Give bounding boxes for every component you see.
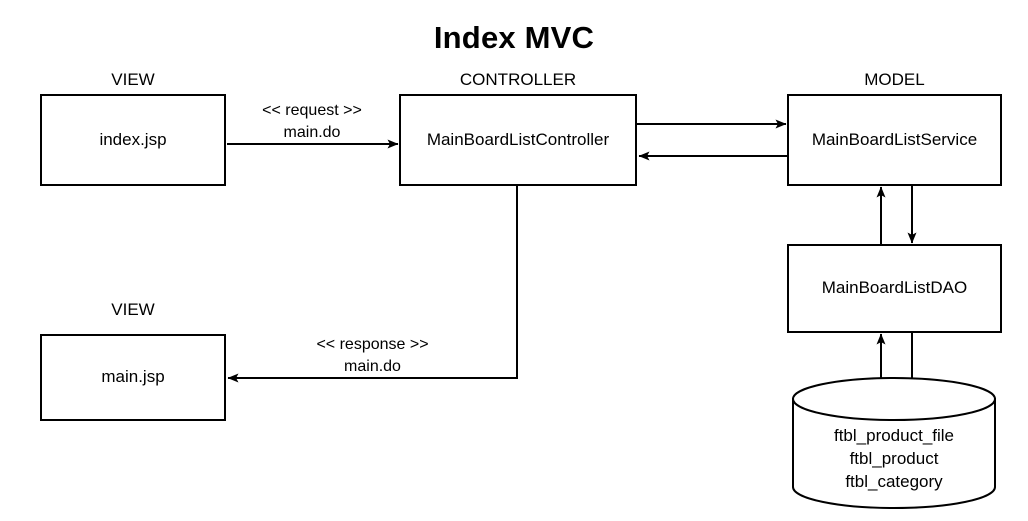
database-table-0: ftbl_product_file (833, 426, 955, 445)
edge-label-response-action: main.do (344, 357, 401, 375)
edge-response-line (227, 186, 518, 383)
node-controller-label: MainBoardListController (426, 129, 610, 149)
node-index-jsp[interactable]: index.jsp (40, 94, 226, 186)
node-main-board-list-service[interactable]: MainBoardListService (787, 94, 1002, 186)
edge-label-response-stereotype: << response >> (316, 336, 429, 353)
edge-label-request-action: main.do (283, 123, 341, 141)
edge-label-request-stereotype: << request >> (262, 102, 362, 119)
edge-label-request: << request >> main.do (232, 100, 392, 143)
node-index-jsp-label: index.jsp (99, 129, 167, 149)
database-table-list: ftbl_product_file ftbl_product ftbl_cate… (793, 425, 995, 494)
node-main-board-list-controller[interactable]: MainBoardListController (399, 94, 637, 186)
layer-label-view-bottom: VIEW (111, 300, 155, 319)
database-table-2: ftbl_category (845, 471, 943, 491)
node-main-jsp-label: main.jsp (101, 367, 165, 387)
node-service-label: MainBoardListService (811, 129, 978, 149)
database-cylinder (792, 377, 996, 509)
layer-label-controller: CONTROLLER (459, 70, 577, 89)
node-main-board-list-dao[interactable]: MainBoardListDAO (787, 244, 1002, 333)
page-title: Index MVC (433, 20, 595, 55)
layer-label-view-top: VIEW (111, 70, 155, 89)
edge-label-response: << response >> main.do (290, 334, 455, 377)
database-table-1: ftbl_product (849, 448, 939, 468)
node-dao-label: MainBoardListDAO (821, 278, 968, 298)
node-main-jsp[interactable]: main.jsp (40, 334, 226, 421)
layer-label-model: MODEL (864, 70, 925, 89)
